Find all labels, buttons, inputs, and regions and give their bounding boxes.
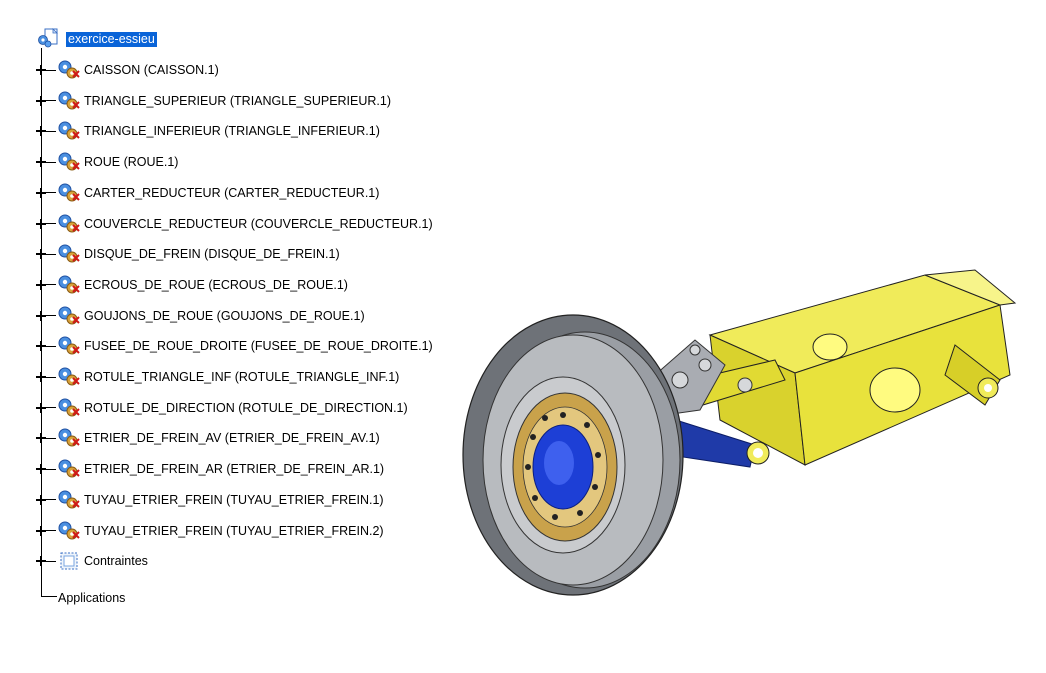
tree-node-1[interactable]: TRIANGLE_SUPERIEUR (TRIANGLE_SUPERIEUR.1…: [36, 89, 391, 113]
part-gears-icon: [58, 336, 80, 355]
part-gears-icon: [58, 244, 80, 263]
part-gears-icon: [58, 183, 80, 202]
tree-applications-connector: [41, 596, 57, 597]
expand-plus-icon[interactable]: [36, 187, 46, 198]
expand-plus-icon[interactable]: [36, 341, 46, 352]
tree-node-15[interactable]: TUYAU_ETRIER_FREIN (TUYAU_ETRIER_FREIN.2…: [36, 519, 384, 543]
tree-root-label: exercice-essieu: [66, 31, 157, 47]
part-gears-icon: [58, 490, 80, 509]
tree-connector: [46, 100, 56, 102]
tree-node-label: ROUE (ROUE.1): [84, 155, 179, 170]
tree-connector: [46, 284, 56, 286]
expand-plus-icon[interactable]: [36, 95, 46, 106]
tree-node-label: ETRIER_DE_FREIN_AR (ETRIER_DE_FREIN_AR.1…: [84, 462, 385, 477]
tree-node-2[interactable]: TRIANGLE_INFERIEUR (TRIANGLE_INFERIEUR.1…: [36, 119, 380, 143]
tree-node-label: ROTULE_TRIANGLE_INF (ROTULE_TRIANGLE_INF…: [84, 370, 400, 384]
tree-node-16[interactable]: Contraintes: [36, 549, 148, 573]
tree-node-label: Applications: [58, 591, 126, 605]
tree-node-9[interactable]: FUSEE_DE_ROUE_DROITE (FUSEE_DE_ROUE_DROI…: [36, 334, 433, 358]
tree-node-3[interactable]: ROUE (ROUE.1): [36, 150, 178, 174]
expand-plus-icon[interactable]: [36, 126, 46, 137]
expand-plus-icon[interactable]: [36, 525, 46, 536]
tree-node-applications[interactable]: Applications: [58, 588, 125, 608]
tree-connector: [46, 560, 56, 562]
product-document-icon: [38, 28, 58, 48]
tree-node-12[interactable]: ETRIER_DE_FREIN_AV (ETRIER_DE_FREIN_AV.1…: [36, 426, 380, 450]
tree-node-label: DISQUE_DE_FREIN (DISQUE_DE_FREIN.1): [84, 247, 340, 262]
wheel: [462, 314, 684, 596]
tree-connector: [46, 130, 56, 132]
caisson-frame: [689, 269, 1017, 466]
part-gears-icon: [58, 367, 80, 386]
part-gears-icon: [58, 121, 80, 140]
tree-node-label: GOUJONS_DE_ROUE (GOUJONS_DE_ROUE.1): [84, 308, 365, 323]
tree-node-label: ECROUS_DE_ROUE (ECROUS_DE_ROUE.1): [84, 277, 348, 292]
expand-plus-icon[interactable]: [36, 249, 46, 260]
tree-connector: [46, 192, 56, 194]
expand-plus-icon[interactable]: [36, 65, 46, 75]
tree-connector: [46, 69, 56, 71]
expand-plus-icon[interactable]: [36, 494, 46, 505]
part-gears-icon: [58, 275, 80, 294]
expand-plus-icon[interactable]: [36, 310, 46, 321]
tree-connector: [46, 315, 56, 317]
tree-trunk: [41, 48, 42, 596]
tree-node-label: Contraintes: [84, 554, 148, 569]
part-gears-icon: [58, 91, 80, 110]
part-gears-icon: [58, 398, 80, 417]
tree-root[interactable]: exercice-essieu: [36, 28, 157, 50]
tree-connector: [46, 223, 56, 224]
tree-node-7[interactable]: ECROUS_DE_ROUE (ECROUS_DE_ROUE.1): [36, 273, 348, 297]
tree-node-6[interactable]: DISQUE_DE_FREIN (DISQUE_DE_FREIN.1): [36, 242, 340, 266]
tree-node-label: CAISSON (CAISSON.1): [84, 63, 219, 77]
tree-node-label: COUVERCLE_REDUCTEUR (COUVERCLE_REDUCTEUR…: [84, 216, 433, 231]
part-gears-icon: [58, 60, 80, 79]
tree-connector: [46, 530, 56, 531]
part-gears-icon: [58, 459, 80, 478]
tree-node-label: FUSEE_DE_ROUE_DROITE (FUSEE_DE_ROUE_DROI…: [84, 339, 433, 354]
tree-node-label: TUYAU_ETRIER_FREIN (TUYAU_ETRIER_FREIN.1…: [84, 492, 384, 507]
expand-plus-icon[interactable]: [36, 433, 46, 444]
expand-plus-icon[interactable]: [36, 464, 46, 475]
3d-viewport[interactable]: [455, 255, 1035, 635]
tree-node-label: ETRIER_DE_FREIN_AV (ETRIER_DE_FREIN_AV.1…: [84, 431, 380, 446]
tree-node-4[interactable]: CARTER_REDUCTEUR (CARTER_REDUCTEUR.1): [36, 181, 379, 205]
tree-connector: [46, 468, 56, 470]
part-gears-icon: [58, 152, 80, 171]
part-gears-icon: [58, 214, 80, 232]
tree-node-5[interactable]: COUVERCLE_REDUCTEUR (COUVERCLE_REDUCTEUR…: [36, 212, 433, 236]
expand-plus-icon[interactable]: [36, 372, 46, 382]
tree-node-10[interactable]: ROTULE_TRIANGLE_INF (ROTULE_TRIANGLE_INF…: [36, 365, 399, 389]
expand-plus-icon[interactable]: [36, 402, 46, 413]
tree-node-13[interactable]: ETRIER_DE_FREIN_AR (ETRIER_DE_FREIN_AR.1…: [36, 457, 384, 481]
tree-node-label: TUYAU_ETRIER_FREIN (TUYAU_ETRIER_FREIN.2…: [84, 523, 384, 538]
expand-plus-icon[interactable]: [36, 218, 46, 229]
part-gears-icon: [58, 306, 80, 325]
tree-node-label: ROTULE_DE_DIRECTION (ROTULE_DE_DIRECTION…: [84, 400, 408, 415]
tree-connector: [46, 437, 56, 439]
tree-node-label: TRIANGLE_INFERIEUR (TRIANGLE_INFERIEUR.1…: [84, 124, 380, 139]
specification-tree: exercice-essieu CAISSON (CAISSON.1) TRIA…: [0, 0, 450, 620]
tree-node-11[interactable]: ROTULE_DE_DIRECTION (ROTULE_DE_DIRECTION…: [36, 396, 408, 420]
tree-node-label: TRIANGLE_SUPERIEUR (TRIANGLE_SUPERIEUR.1…: [84, 93, 392, 108]
tree-connector: [46, 376, 56, 378]
tree-node-0[interactable]: CAISSON (CAISSON.1): [36, 58, 219, 82]
part-gears-icon: [58, 428, 80, 447]
tree-connector: [46, 499, 56, 501]
expand-plus-icon[interactable]: [36, 556, 46, 567]
tree-connector: [46, 253, 56, 255]
constraints-icon: [60, 552, 78, 570]
expand-plus-icon[interactable]: [36, 157, 46, 168]
tree-node-label: CARTER_REDUCTEUR (CARTER_REDUCTEUR.1): [84, 185, 380, 200]
tree-connector: [46, 407, 56, 409]
tree-node-8[interactable]: GOUJONS_DE_ROUE (GOUJONS_DE_ROUE.1): [36, 304, 365, 328]
expand-plus-icon[interactable]: [36, 279, 46, 290]
tree-connector: [46, 345, 56, 347]
tree-node-14[interactable]: TUYAU_ETRIER_FREIN (TUYAU_ETRIER_FREIN.1…: [36, 488, 384, 512]
tree-connector: [46, 161, 56, 163]
part-gears-icon: [58, 521, 80, 539]
